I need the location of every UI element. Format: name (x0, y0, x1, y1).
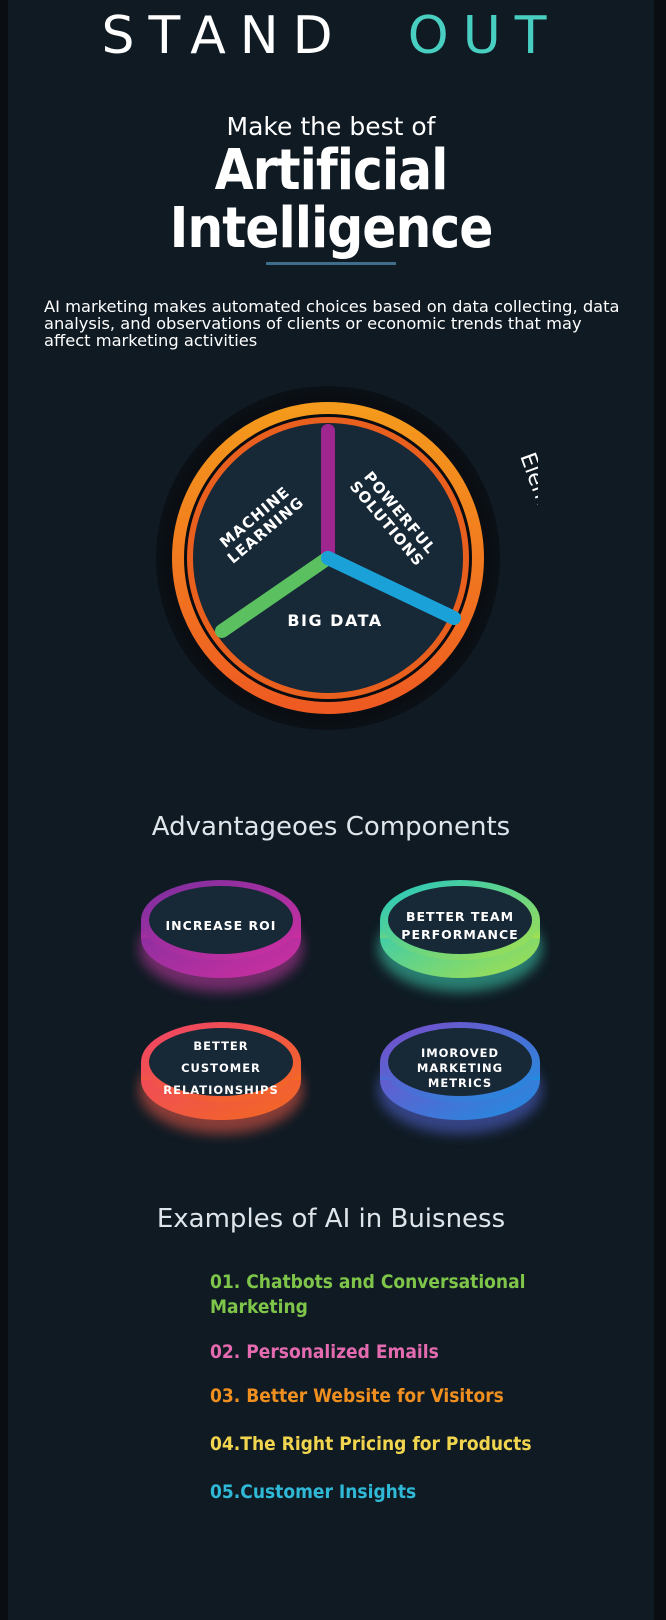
advantage-improved-marketing-metrics: IMOROVED MARKETING METRICS (370, 1018, 550, 1158)
list-item: 03. Better Website for Visitors (210, 1385, 504, 1407)
brand-logo: STAND OUT (8, 6, 654, 66)
list-item: 04.The Right Pricing for Products (210, 1433, 532, 1455)
disc-graphic (139, 880, 303, 992)
advantage-increase-roi: INCREASE ROI (131, 876, 311, 1016)
advantages-title: Advantageoes Components (151, 812, 511, 842)
examples-title: Examples of AI in Buisness (156, 1204, 506, 1234)
disc-label: BETTER TEAM PERFORMANCE (401, 909, 519, 942)
list-item: 02. Personalized Emails (210, 1341, 439, 1363)
intro-paragraph: AI marketing makes automated choices bas… (44, 297, 620, 350)
logo-word-out: OUT (407, 6, 561, 66)
disc-graphic (378, 880, 542, 992)
divider-green (215, 551, 335, 638)
elements-caption: Elements of AI (514, 450, 538, 608)
hero-subtitle: Make the best of (226, 112, 436, 141)
headline-underline (266, 262, 396, 265)
segment-big-data: BIG DATA (287, 611, 382, 630)
wheel-ring-outer (172, 402, 484, 714)
infographic-page: STAND OUT Make the best of Artificial In… (8, 0, 654, 1620)
logo-word-stand: STAND (101, 6, 347, 66)
headline-line-1: Artificial (214, 138, 449, 203)
disc-label: BETTER CUSTOMER RELATIONSHIPS (163, 1039, 279, 1097)
disc-graphic (378, 1022, 542, 1134)
hero-headline: Artificial Intelligence (8, 142, 654, 258)
list-item: 05.Customer Insights (210, 1481, 417, 1503)
elements-wheel: MACHINELEARNING POWERFULSOLUTIONS BIG DA… (156, 386, 538, 730)
disc-label: IMOROVED MARKETING METRICS (416, 1045, 504, 1090)
divider-blue (321, 551, 461, 625)
advantage-better-customer-relationships: BETTER CUSTOMER RELATIONSHIPS (131, 1018, 311, 1158)
disc-graphic (139, 1022, 303, 1134)
disc-label: INCREASE ROI (165, 918, 277, 933)
headline-line-2: Intelligence (169, 196, 494, 261)
list-item: 01. Chatbots and Conversational Marketin… (210, 1271, 526, 1318)
advantage-better-team-performance: BETTER TEAM PERFORMANCE (370, 876, 550, 1016)
